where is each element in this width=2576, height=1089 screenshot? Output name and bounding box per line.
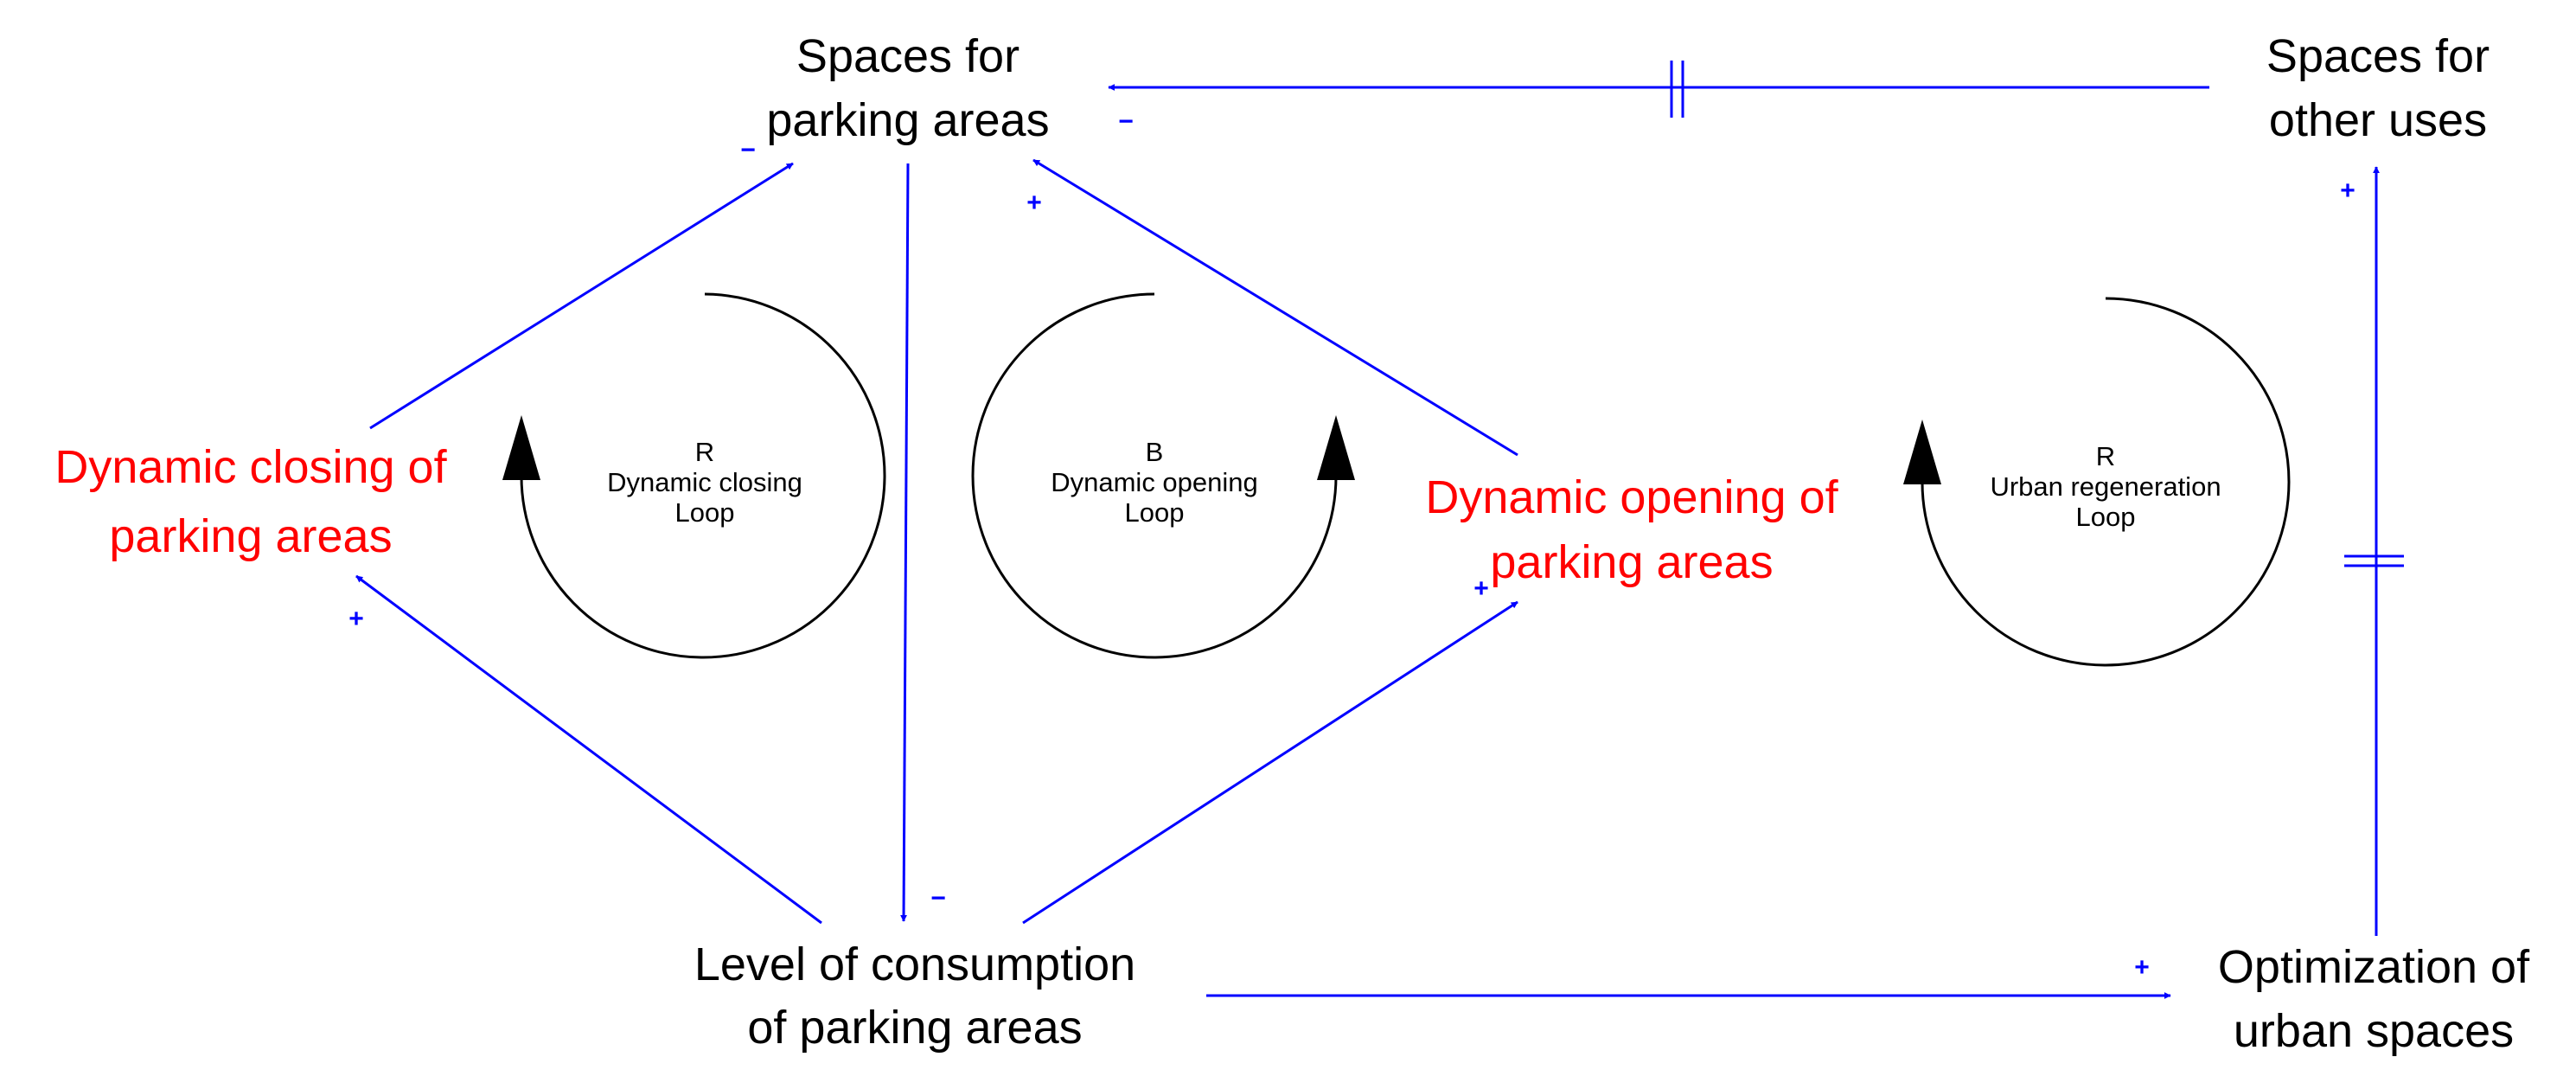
- polarity-other-to-parking: −: [1118, 107, 1134, 136]
- link-closing-to-parking: [369, 162, 794, 430]
- loop-suffix-closing: Loop: [675, 497, 735, 528]
- polarity-parking-to-consumption: −: [930, 884, 946, 913]
- loop-arc-regeneration: [1921, 297, 2291, 667]
- loop-arrowhead-regeneration: [1903, 420, 1941, 484]
- loop-type-opening: B: [1146, 437, 1164, 467]
- loop-arc-closing: [520, 292, 886, 659]
- node-consumption-line1: Level of consumption: [694, 938, 1135, 990]
- loop-suffix-regeneration: Loop: [2076, 502, 2136, 532]
- node-optimization-line1: Optimization of: [2218, 941, 2530, 993]
- loop-name-closing: Dynamic closing: [607, 467, 802, 497]
- node-dynamic-closing-line1: Dynamic closing of: [54, 441, 447, 493]
- loop-type-closing: R: [695, 437, 714, 467]
- node-spaces-parking-line2: parking areas: [766, 94, 1049, 146]
- node-dynamic-closing-line2: parking areas: [109, 510, 392, 562]
- node-spaces-other-line1: Spaces for: [2266, 30, 2490, 82]
- node-dynamic-opening-line1: Dynamic opening of: [1425, 471, 1838, 523]
- link-consumption-to-closing: [355, 574, 822, 925]
- loop-arc-opening: [971, 292, 1338, 659]
- polarity-optimization-to-other: +: [2340, 176, 2355, 205]
- loop-suffix-opening: Loop: [1125, 497, 1185, 528]
- node-optimization-line2: urban spaces: [2234, 1005, 2514, 1057]
- node-consumption-line2: of parking areas: [747, 1002, 1082, 1054]
- link-parking-to-consumption: [900, 163, 910, 922]
- polarity-opening-to-parking: +: [1026, 189, 1042, 217]
- loop-name-opening: Dynamic opening: [1051, 467, 1258, 497]
- node-spaces-parking-line1: Spaces for: [796, 30, 1020, 82]
- loop-name-regeneration: Urban regeneration: [1990, 471, 2221, 502]
- polarity-consumption-to-optimization: +: [2134, 953, 2150, 982]
- loop-arrowhead-closing: [502, 415, 540, 480]
- polarity-closing-to-parking: −: [740, 136, 756, 164]
- polarity-consumption-to-opening: +: [1473, 574, 1489, 603]
- node-spaces-other-line2: other uses: [2269, 94, 2487, 146]
- node-dynamic-opening-line2: parking areas: [1490, 536, 1773, 588]
- link-opening-to-parking: [1032, 158, 1518, 457]
- polarity-consumption-to-closing: +: [348, 605, 364, 633]
- link-consumption-to-opening: [1022, 600, 1518, 925]
- loop-arrowhead-opening: [1317, 415, 1355, 480]
- loop-type-regeneration: R: [2096, 441, 2115, 471]
